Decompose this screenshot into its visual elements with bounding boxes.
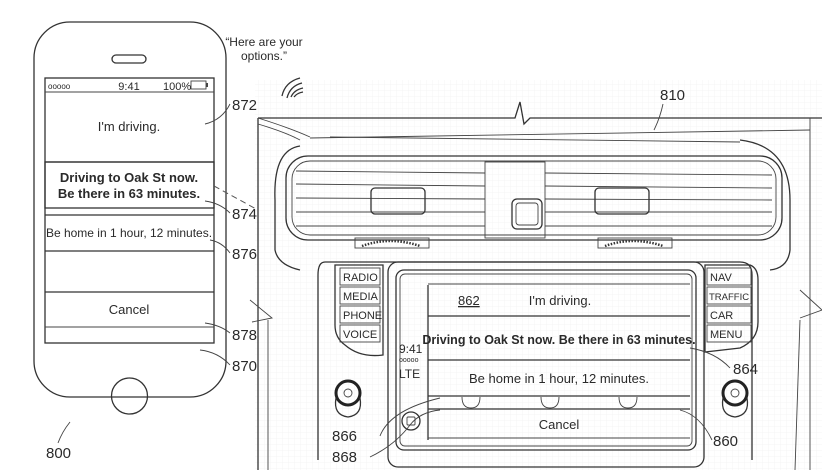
car-home-button[interactable] [401,411,421,431]
media-button[interactable] [339,286,381,305]
music-icon [461,396,481,409]
menu-button-label[interactable]: MENU [710,329,742,341]
phone-cancel-button[interactable]: Cancel [109,302,150,317]
dashboard [249,101,822,470]
ref-876: 876 [232,246,257,263]
car-option-1[interactable]: Driving to Oak St now. Be there in 63 mi… [422,333,695,347]
phone-signal-indicator: ooooo [48,82,71,91]
phone-status-time: 9:41 [118,81,139,93]
left-volume-knob[interactable] [334,379,362,418]
air-vent-assembly [285,155,783,249]
right-vent-wheel[interactable] [597,237,673,249]
ref-874: 874 [232,206,257,223]
ref-800: 800 [46,445,71,462]
nav-button[interactable] [706,267,752,286]
car-status-time: 9:41 [399,342,423,356]
home-button[interactable] [110,377,149,415]
ref-872: 872 [232,97,257,114]
ref-864: 864 [733,361,758,378]
head-unit [317,261,759,468]
car-screen [401,283,690,440]
radio-button[interactable] [339,267,381,286]
car-right-buttons [706,267,752,343]
message-icon [540,396,560,409]
nav-button-label[interactable]: NAV [710,272,732,284]
car-cancel-button[interactable]: Cancel [539,417,580,432]
car-title: I'm driving. [529,293,591,308]
phone-icon [618,396,638,409]
ref-878: 878 [232,327,257,344]
voice-prompt-line1: “Here are your [225,35,302,49]
phone-screen [44,77,215,344]
ref-868: 868 [332,449,357,466]
voice-prompt-line2: options.” [241,49,287,63]
left-vent-wheel[interactable] [354,237,430,249]
right-tune-knob[interactable] [721,379,749,418]
car-left-buttons [339,267,381,343]
voice-button-label[interactable]: VOICE [343,329,377,341]
traffic-button[interactable] [706,286,752,305]
phone-button[interactable] [339,305,381,324]
ref-860: 860 [713,433,738,450]
phone-option-1-line1[interactable]: Driving to Oak St now. [60,170,198,185]
phone-device [33,21,227,415]
radio-button-label[interactable]: RADIO [343,272,378,284]
car-button[interactable] [706,305,752,324]
phone-option-1-line2[interactable]: Be there in 63 minutes. [58,186,200,201]
car-signal-indicator: ooooo [399,357,419,364]
media-button-label[interactable]: MEDIA [343,291,379,303]
phone-battery-percent: 100% [163,81,191,93]
sound-waves-icon [281,77,304,99]
car-button-label[interactable]: CAR [710,310,733,322]
car-option-2[interactable]: Be home in 1 hour, 12 minutes. [469,371,649,386]
ref-870: 870 [232,358,257,375]
right-vent-tab[interactable] [594,187,650,215]
car-network-label: LTE [399,367,420,381]
menu-button[interactable] [706,324,752,343]
left-vent-tab[interactable] [370,187,426,215]
battery-icon [190,80,207,90]
ref-810: 810 [660,87,685,104]
phone-speaker-icon [111,54,147,64]
phone-button-label[interactable]: PHONE [343,310,382,322]
phone-option-1-box [44,161,215,209]
car-title-ref: 862 [458,293,480,308]
phone-option-2[interactable]: Be home in 1 hour, 12 minutes. [46,226,212,240]
hazard-button[interactable] [511,198,543,230]
traffic-button-label[interactable]: TRAFFIC [709,292,749,303]
voice-button[interactable] [339,324,381,343]
ref-866: 866 [332,428,357,445]
phone-title: I'm driving. [98,119,160,134]
car-display-bezel [395,269,697,451]
